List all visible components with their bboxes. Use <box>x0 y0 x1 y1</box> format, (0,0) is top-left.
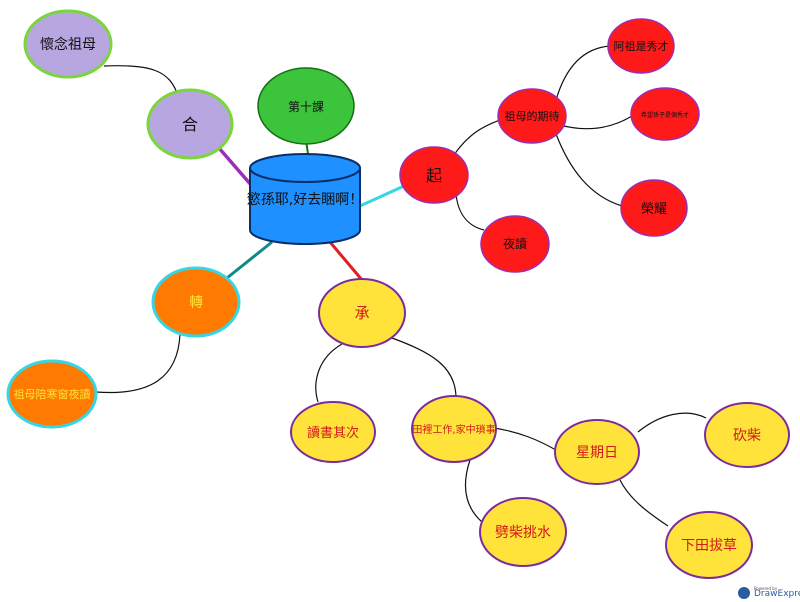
connector-qidai-rongyao <box>555 133 623 207</box>
drawexpress-logo-icon <box>738 587 750 599</box>
connector-qidai-xiwang <box>563 115 633 130</box>
drawexpress-logo: Powered by DrawExpress <box>736 586 800 600</box>
brand-small-text: Powered by <box>754 586 778 591</box>
connector-center-zhuan <box>221 240 273 284</box>
node-huainian[interactable]: 懷念祖母 <box>23 9 113 79</box>
brand-big-text: DrawExpress <box>754 589 800 599</box>
connector-xingqi-kanchai <box>637 412 707 433</box>
node-xiwang-label: 希望孫子是個秀才 <box>641 111 689 119</box>
node-xiucai[interactable]: 阿祖是秀才 <box>607 18 675 74</box>
node-zhuan[interactable]: 轉 <box>151 266 241 338</box>
node-kanchai-label: 砍柴 <box>733 428 761 444</box>
node-tianli[interactable]: 田裡工作,家中瑣事 <box>411 395 497 463</box>
node-he[interactable]: 合 <box>146 88 234 160</box>
connector-qi-yedu <box>455 193 485 231</box>
node-cheng[interactable]: 承 <box>318 278 406 348</box>
node-tianli-label: 田裡工作,家中瑣事 <box>412 423 495 436</box>
central-cylinder-body <box>249 168 361 245</box>
node-pichai[interactable]: 劈柴挑水 <box>479 497 567 567</box>
node-kanchai[interactable]: 砍柴 <box>704 402 790 468</box>
connector-zhuan-peiban <box>95 333 181 394</box>
node-xingqi[interactable]: 星期日 <box>554 419 640 485</box>
connector-center-qi <box>359 184 405 208</box>
node-pichai-label: 劈柴挑水 <box>495 524 551 541</box>
connectors <box>95 45 707 527</box>
node-ten-label: 第十課 <box>288 99 324 114</box>
node-batao-label: 下田拔草 <box>681 538 737 554</box>
node-dushu[interactable]: 讀書其次 <box>290 401 376 463</box>
node-batao[interactable]: 下田拔草 <box>665 511 753 579</box>
connector-cheng-dushu <box>315 343 343 403</box>
node-yedu-label: 夜讀 <box>503 236 527 251</box>
node-huainian-label: 懷念祖母 <box>40 36 96 53</box>
node-xingqi-label: 星期日 <box>576 445 618 461</box>
connector-qidai-xiucai <box>555 45 611 101</box>
connector-xingqi-batao <box>619 479 669 527</box>
node-xiucai-label: 阿祖是秀才 <box>614 39 669 53</box>
node-rongyao-label: 榮耀 <box>641 202 667 217</box>
node-xiwang[interactable]: 希望孫子是個秀才 <box>630 87 700 141</box>
node-peiban-label: 祖母陪寒窗夜讀 <box>14 387 91 401</box>
node-cheng-label: 承 <box>354 304 369 322</box>
node-qidai-label: 祖母的期待 <box>505 109 560 123</box>
connector-he-huainian <box>103 65 179 97</box>
node-peiban[interactable]: 祖母陪寒窗夜讀 <box>6 359 98 429</box>
node-qi[interactable]: 起 <box>399 146 469 204</box>
central-cylinder-top <box>249 153 361 183</box>
node-rongyao[interactable]: 榮耀 <box>620 179 688 237</box>
connector-tianli-pichai <box>464 459 483 523</box>
node-qidai[interactable]: 祖母的期待 <box>497 88 567 144</box>
node-he-label: 合 <box>182 115 198 134</box>
connector-cheng-tianli <box>391 337 457 399</box>
node-dushu-label: 讀書其次 <box>307 425 359 441</box>
connector-center-cheng <box>328 241 364 281</box>
node-zhuan-label: 轉 <box>189 295 203 311</box>
node-ten[interactable]: 第十課 <box>257 67 355 145</box>
node-qi-label: 起 <box>426 166 442 185</box>
central-topic-label: 慾孫耶,好去睏啊！ <box>247 192 363 208</box>
connector-qi-qidai <box>451 119 501 159</box>
connector-tianli-xingqi <box>493 427 557 451</box>
central-topic[interactable]: 慾孫耶,好去睏啊！ <box>247 153 363 245</box>
node-yedu[interactable]: 夜讀 <box>480 215 550 273</box>
